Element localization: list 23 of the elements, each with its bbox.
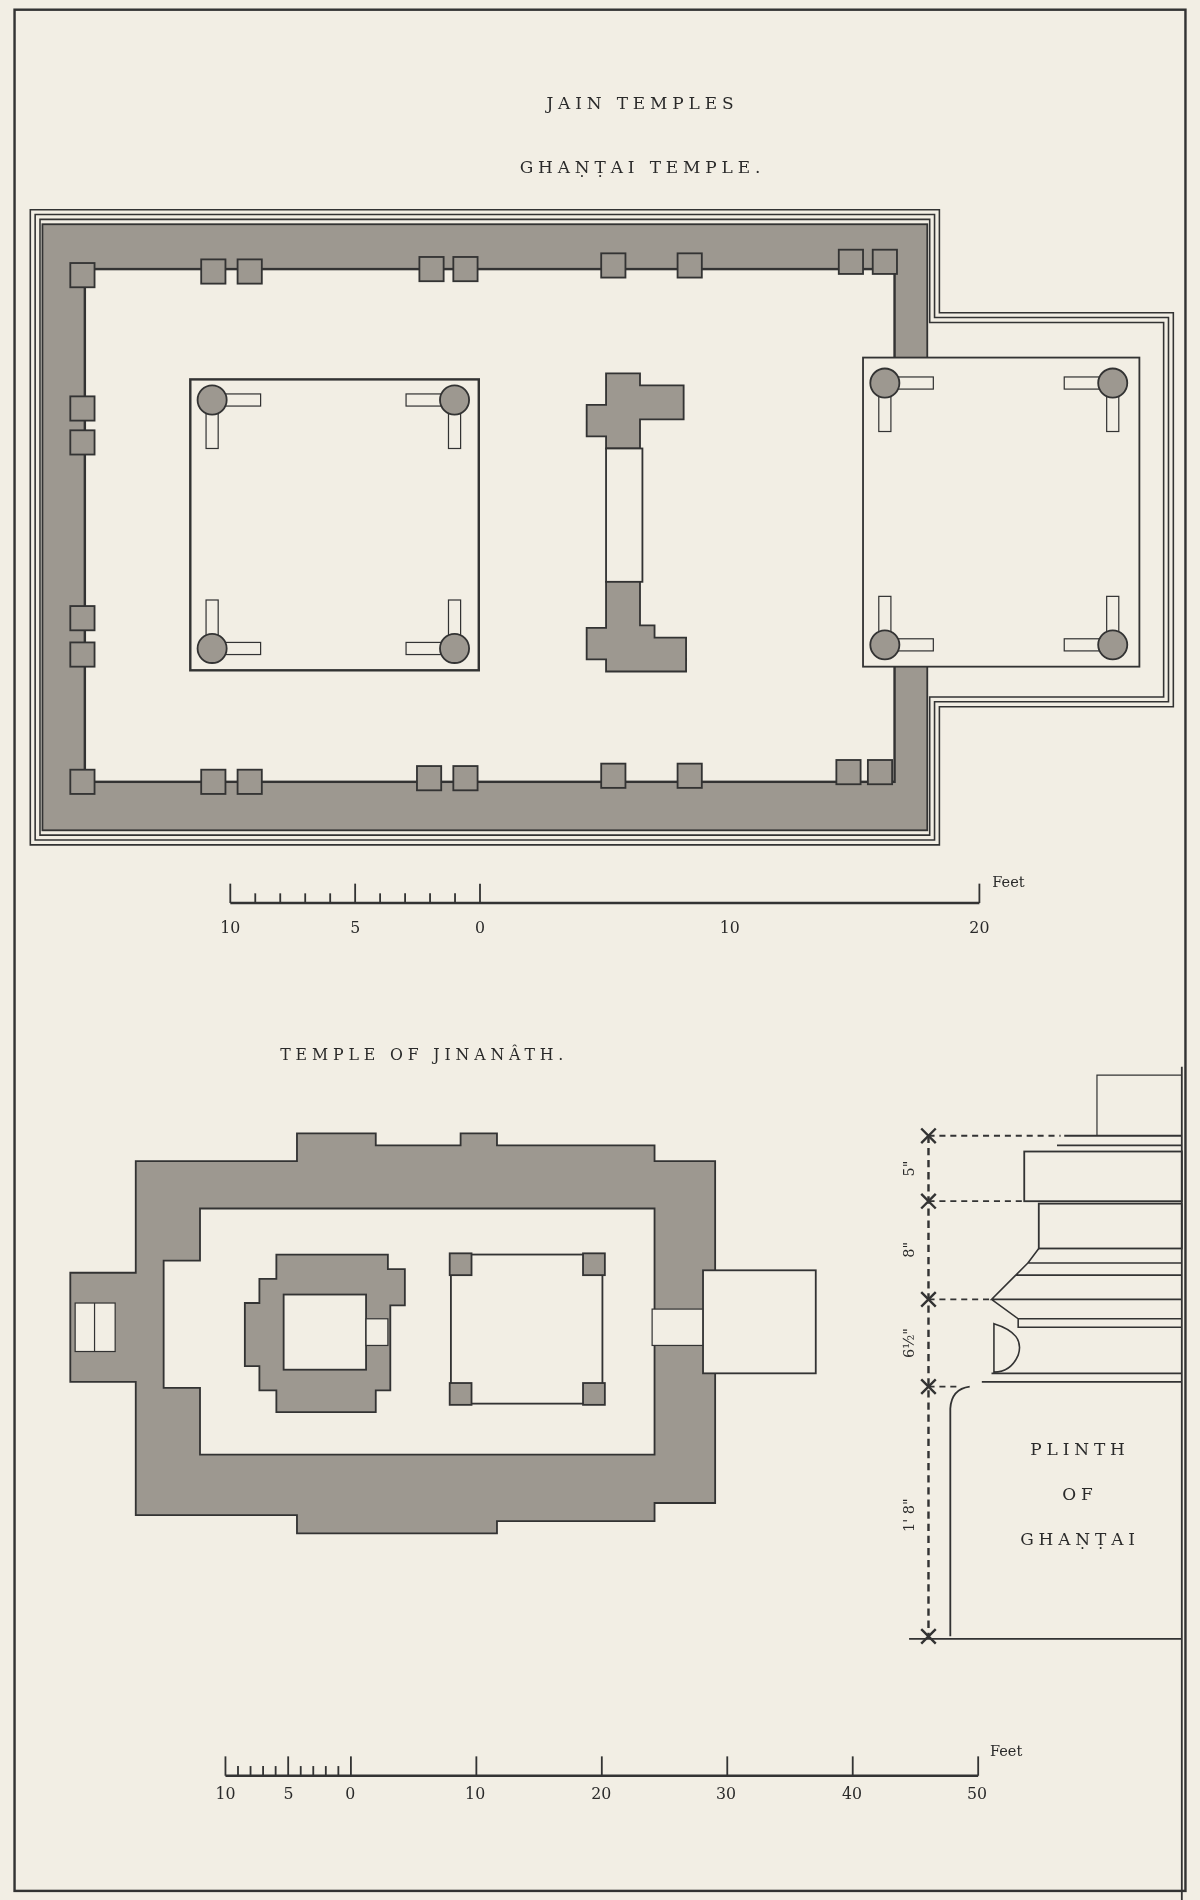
scale-number: 0 <box>475 918 485 937</box>
dimension-label: 8" <box>900 1241 918 1258</box>
scale-number: 10 <box>215 1784 236 1804</box>
scale-number: 30 <box>716 1784 737 1804</box>
scale-number: 40 <box>842 1784 863 1804</box>
scale-number: 5 <box>350 918 361 937</box>
unit-label: Feet <box>989 1743 1023 1760</box>
scale-number: 10 <box>719 918 740 937</box>
part-label: PLINTH OF GHAṆṬAI <box>1020 1438 1140 1551</box>
dimension-label: 6½" <box>900 1328 918 1359</box>
unit-label: Feet <box>992 873 1025 891</box>
dimension-label: 5" <box>900 1160 918 1177</box>
scale-number: 5 <box>283 1784 294 1804</box>
scale-number: 20 <box>591 1784 612 1804</box>
scale-number: 50 <box>966 1784 987 1804</box>
scale-number: 20 <box>969 918 990 937</box>
scale-number: 10 <box>465 1784 486 1804</box>
heading: GHAṆṬAI TEMPLE. <box>519 157 766 177</box>
scale-number: 0 <box>345 1784 356 1804</box>
title: JAIN TEMPLES <box>546 93 739 113</box>
scale-number: 10 <box>220 918 241 937</box>
heading: TEMPLE OF JINANÂTH. <box>280 1045 569 1064</box>
dimension-label: 1' 8" <box>900 1498 918 1533</box>
